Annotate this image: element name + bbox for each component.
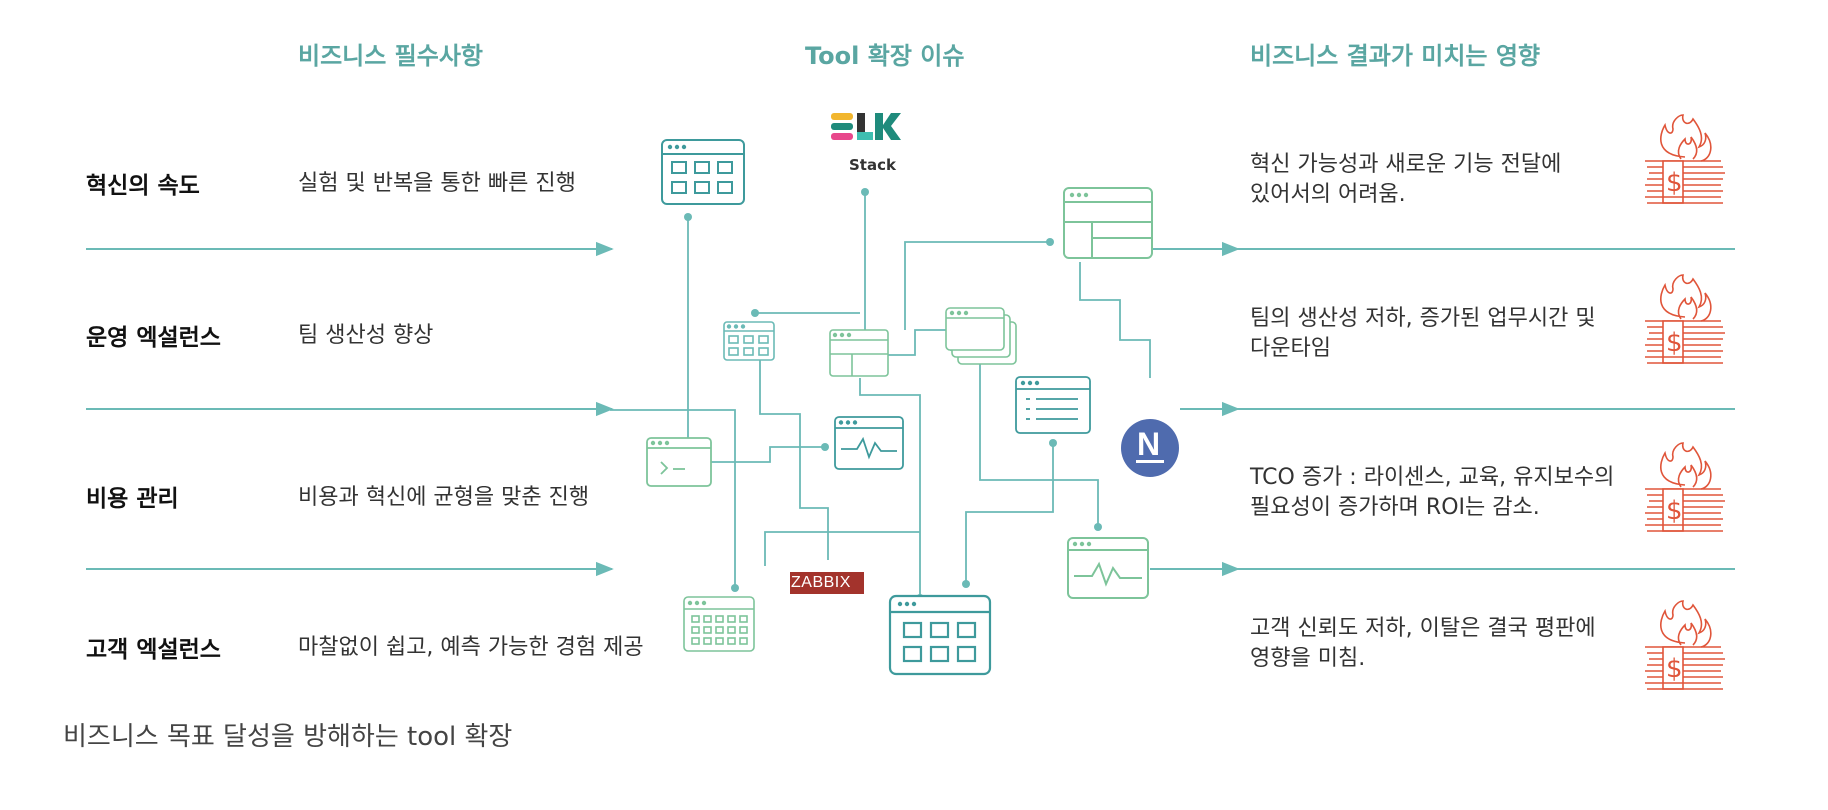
browser-window-icon [888, 594, 992, 676]
impact-text: 혁신 가능성과 새로운 기능 전달에 있어서의 어려움. [1250, 152, 1562, 207]
requirement-text: 팀 생산성 향상 [298, 323, 434, 348]
connector-lines [610, 190, 1151, 598]
requirement-text: 실험 및 반복을 통한 빠른 진행 [298, 171, 576, 196]
browser-window-icon [683, 596, 755, 652]
row-title-cost-management: 비용 관리 [86, 486, 179, 512]
terminal-window-icon [646, 437, 712, 487]
row-title-customer-excellence: 고객 엑설런스 [86, 637, 221, 663]
svg-text:$: $ [1666, 168, 1683, 198]
header-tool-issue: Tool 확장 이슈 [805, 42, 965, 70]
impact-text: TCO 증가 : 라이센스, 교육, 유지보수의 필요성이 증가하며 ROI는 … [1250, 465, 1615, 520]
layout-window-icon [1063, 187, 1153, 259]
monitor-window-icon [1067, 537, 1149, 599]
browser-window-icon [661, 139, 745, 205]
money-fire-icon [1644, 600, 1726, 690]
stacked-windows-icon [945, 307, 1017, 365]
monitor-window-icon [834, 416, 904, 470]
row-title-operational-excellence: 운영 엑설런스 [86, 325, 221, 351]
header-business-impact: 비즈니스 결과가 미치는 영향 [1250, 42, 1541, 70]
impact-text: 고객 신뢰도 저하, 이탈은 결국 평판에 영향을 미침. [1250, 616, 1596, 671]
header-business-requirements: 비즈니스 필수사항 [298, 42, 483, 70]
nagios-letter: N [1137, 426, 1161, 462]
list-window-icon [1015, 376, 1091, 434]
requirement-text: 마찰없이 쉽고, 예측 가능한 경험 제공 [298, 635, 644, 660]
figure-caption: 비즈니스 목표 달성을 방해하는 tool 확장 [63, 722, 513, 752]
impact-text: 팀의 생산성 저하, 증가된 업무시간 및 다운타임 [1250, 306, 1596, 361]
elk-logo [831, 113, 901, 140]
money-fire-icon [1644, 274, 1726, 364]
row-title-innovation-speed: 혁신의 속도 [86, 173, 200, 199]
requirement-text: 비용과 혁신에 균형을 맞춘 진행 [298, 485, 590, 510]
nagios-logo [1121, 419, 1179, 477]
elk-stack-label: Stack [849, 156, 896, 174]
layout-window-icon [829, 329, 889, 377]
money-fire-icon: $ [1645, 114, 1725, 204]
zabbix-label: ZABBIX [791, 574, 851, 591]
zabbix-logo [790, 572, 864, 594]
browser-window-icon [723, 321, 775, 361]
money-fire-icon [1644, 442, 1726, 532]
